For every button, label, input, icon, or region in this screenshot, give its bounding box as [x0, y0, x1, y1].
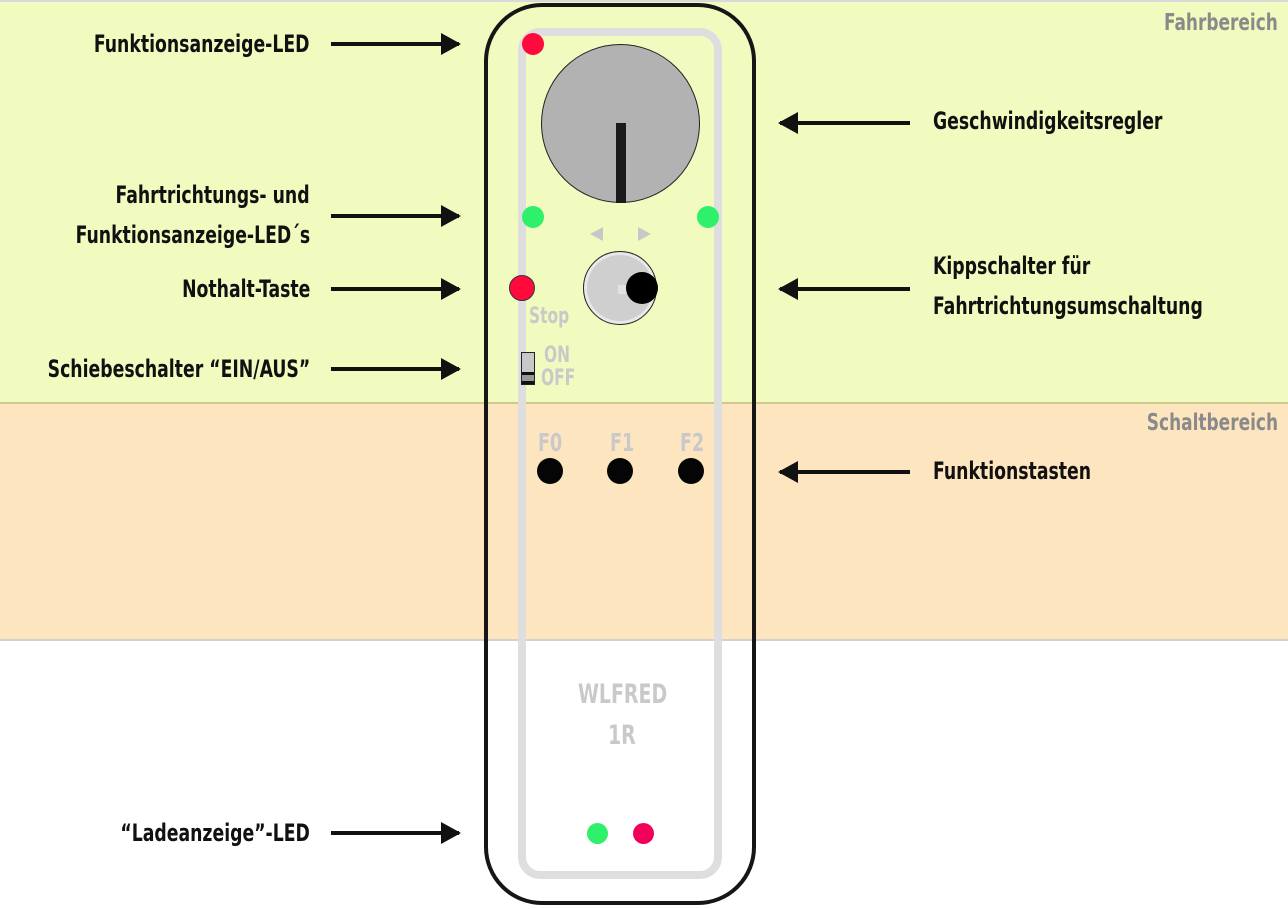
arrow-right-icon: [331, 278, 461, 300]
toggle-lever[interactable]: [626, 272, 658, 304]
charge-led-green: [587, 823, 608, 844]
triangle-left-icon: [590, 227, 603, 241]
label-emergency-stop: Nothalt-Taste: [181, 275, 310, 303]
slide-switch-knob[interactable]: [522, 372, 534, 384]
toggle-pivot: [618, 285, 628, 294]
drive-region-title: Fahrbereich: [1164, 10, 1278, 36]
on-off-slide-switch[interactable]: [521, 352, 535, 385]
on-label: ON: [544, 343, 571, 368]
arrow-right-icon: [331, 205, 461, 227]
arrow-right-icon: [331, 358, 461, 380]
emergency-stop-button[interactable]: [509, 275, 535, 301]
triangle-right-icon: [638, 227, 651, 241]
remote-control-inner-frame: [518, 28, 722, 879]
label-function-led: Funktionsanzeige-LED: [94, 30, 310, 58]
label-direction-leds-line1: Fahrtrichtungs- und: [115, 181, 310, 209]
off-label: OFF: [541, 366, 576, 391]
label-function-keys: Funktionstasten: [933, 457, 1092, 485]
switching-region-title: Schaltbereich: [1146, 410, 1278, 436]
f2-label: F2: [680, 428, 705, 457]
charge-led-red: [633, 823, 654, 844]
direction-led-right: [697, 206, 719, 228]
label-direction-leds-line2: Funktionsanzeige-LED´s: [75, 221, 310, 249]
f0-label: F0: [538, 428, 563, 457]
function-led: [522, 33, 544, 55]
label-toggle-line2: Fahrtrichtungsumschaltung: [933, 292, 1203, 320]
function-button-f1[interactable]: [607, 458, 633, 484]
remote-control-outline: [484, 3, 756, 905]
arrow-left-icon: [778, 461, 910, 483]
arrow-left-icon: [778, 278, 910, 300]
model-label: 1R: [608, 720, 636, 751]
switching-region: [0, 402, 1288, 639]
bottom-region: [0, 639, 1288, 909]
arrow-right-icon: [331, 822, 461, 844]
stop-label: Stop: [529, 304, 570, 329]
arrow-right-icon: [331, 33, 461, 55]
label-toggle-line1: Kippschalter für: [933, 252, 1091, 280]
label-speed-knob: Geschwindigkeitsregler: [933, 107, 1163, 135]
function-button-f0[interactable]: [537, 458, 563, 484]
brand-label: WLFRED: [578, 679, 668, 710]
label-slide-switch: Schiebeschalter “EIN/AUS”: [47, 355, 310, 383]
f1-label: F1: [610, 428, 635, 457]
arrow-left-icon: [778, 112, 910, 134]
direction-led-left: [522, 206, 544, 228]
label-charge-led: “Ladeanzeige”-LED: [120, 819, 311, 847]
speed-knob-pointer: [616, 123, 626, 203]
function-button-f2[interactable]: [678, 458, 704, 484]
